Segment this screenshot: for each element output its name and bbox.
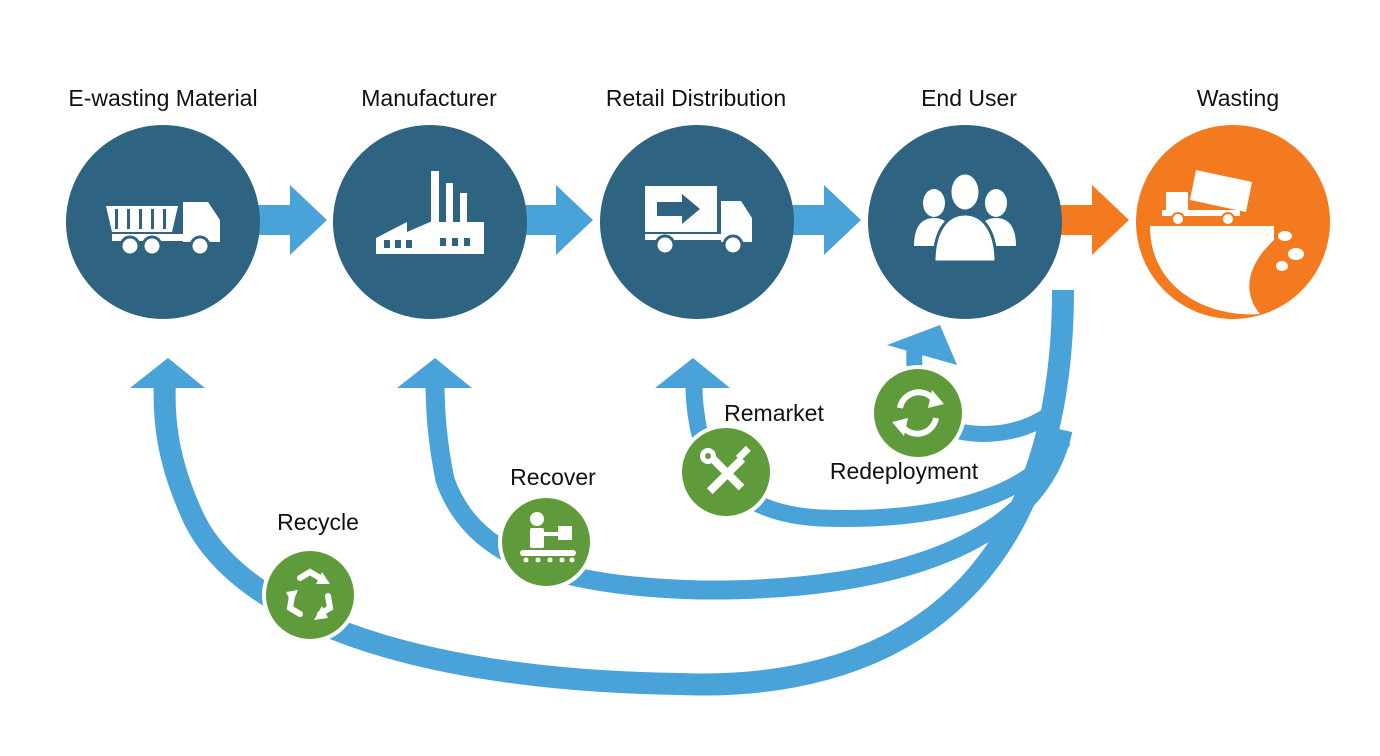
recycle-loop-arrow bbox=[153, 289, 1074, 696]
recycle-arrowhead bbox=[130, 358, 205, 388]
loop-label-recover: Recover bbox=[510, 464, 596, 490]
landfill-dump-icon bbox=[1150, 170, 1304, 315]
loop-arrowheads bbox=[130, 325, 957, 388]
stage-label-wasting: Wasting bbox=[1196, 85, 1280, 111]
redeployment-arrowhead bbox=[887, 325, 957, 365]
loop-circle-recover bbox=[498, 494, 594, 590]
conveyor-worker-icon bbox=[520, 512, 576, 563]
users-icon bbox=[914, 171, 1016, 264]
loop-circles bbox=[262, 365, 966, 643]
loop-label-remarket: Remarket bbox=[724, 400, 824, 426]
stage-label-manufacturer: Manufacturer bbox=[361, 85, 497, 111]
remarket-arrowhead bbox=[655, 358, 730, 388]
recover-arrowhead bbox=[397, 358, 472, 388]
delivery-truck-icon bbox=[645, 186, 752, 256]
flow-arrows bbox=[258, 185, 1129, 255]
loop-label-redeployment: Redeployment bbox=[829, 458, 979, 484]
stage-label-ewaste: E-wasting Material bbox=[68, 85, 258, 111]
factory-icon bbox=[376, 171, 484, 254]
remarket-loop-arrow bbox=[685, 379, 1071, 527]
loop-label-recycle: Recycle bbox=[277, 509, 359, 535]
flow-arrow-2 bbox=[524, 185, 593, 255]
stage-label-retail: Retail Distribution bbox=[605, 85, 787, 111]
recycle-icon bbox=[286, 568, 334, 620]
dump-truck-icon bbox=[106, 202, 220, 257]
flow-arrow-4 bbox=[1060, 185, 1129, 255]
loop-circle-recycle bbox=[262, 547, 358, 643]
stage-label-enduser: End User bbox=[921, 85, 1017, 111]
wrench-screwdriver-icon bbox=[700, 445, 751, 495]
loop-circle-redeployment bbox=[870, 365, 966, 461]
recover-loop-arrow bbox=[425, 379, 1073, 600]
refresh-icon bbox=[892, 389, 944, 437]
flow-arrow-3 bbox=[792, 185, 861, 255]
flow-arrow-1 bbox=[258, 185, 327, 255]
